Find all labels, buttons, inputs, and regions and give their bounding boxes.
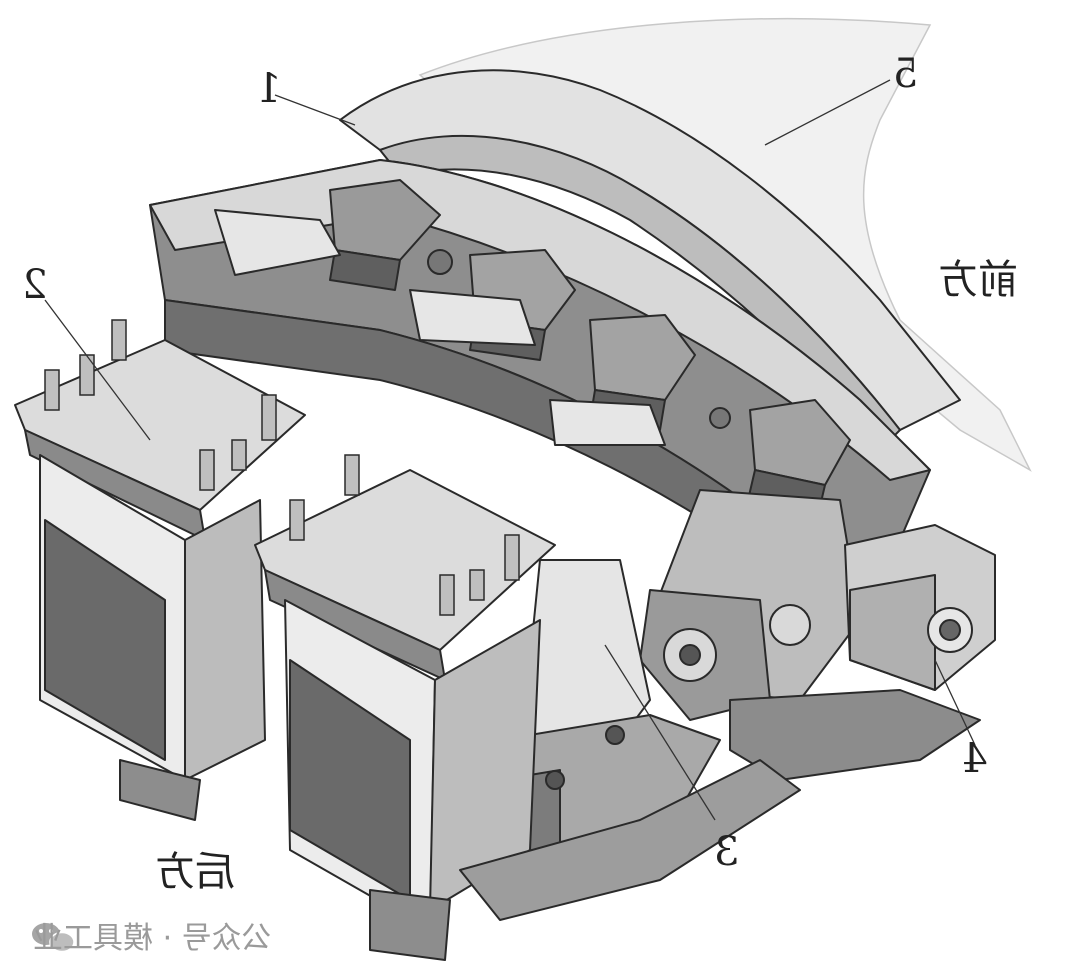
label-2: 2 [22,262,47,308]
front-direction-label: 前方 [938,257,1018,303]
label-5: 5 [893,51,918,97]
leader-line-3 [604,644,716,821]
leader-line-1 [274,94,356,126]
label-1: 1 [256,66,281,112]
leader-line-5 [764,79,891,146]
cylinder-units [14,319,556,961]
part-labels: 1 2 3 4 5 前方 后方 [22,51,1018,895]
watermark-text: 公众号 · 模具工业 [33,921,272,956]
support-block [499,559,721,861]
locating-blocks [214,179,851,516]
leader-lines [44,79,976,821]
watermark: 公众号 · 模具工业 [32,921,272,956]
leader-line-2 [44,299,151,441]
rear-direction-label: 后方 [155,849,235,895]
pivot-bracket [639,489,996,781]
label-4: 4 [962,736,987,782]
label-3: 3 [714,829,739,875]
wechat-icon [32,923,75,953]
base-plate [459,759,801,921]
leader-line-4 [934,659,976,746]
